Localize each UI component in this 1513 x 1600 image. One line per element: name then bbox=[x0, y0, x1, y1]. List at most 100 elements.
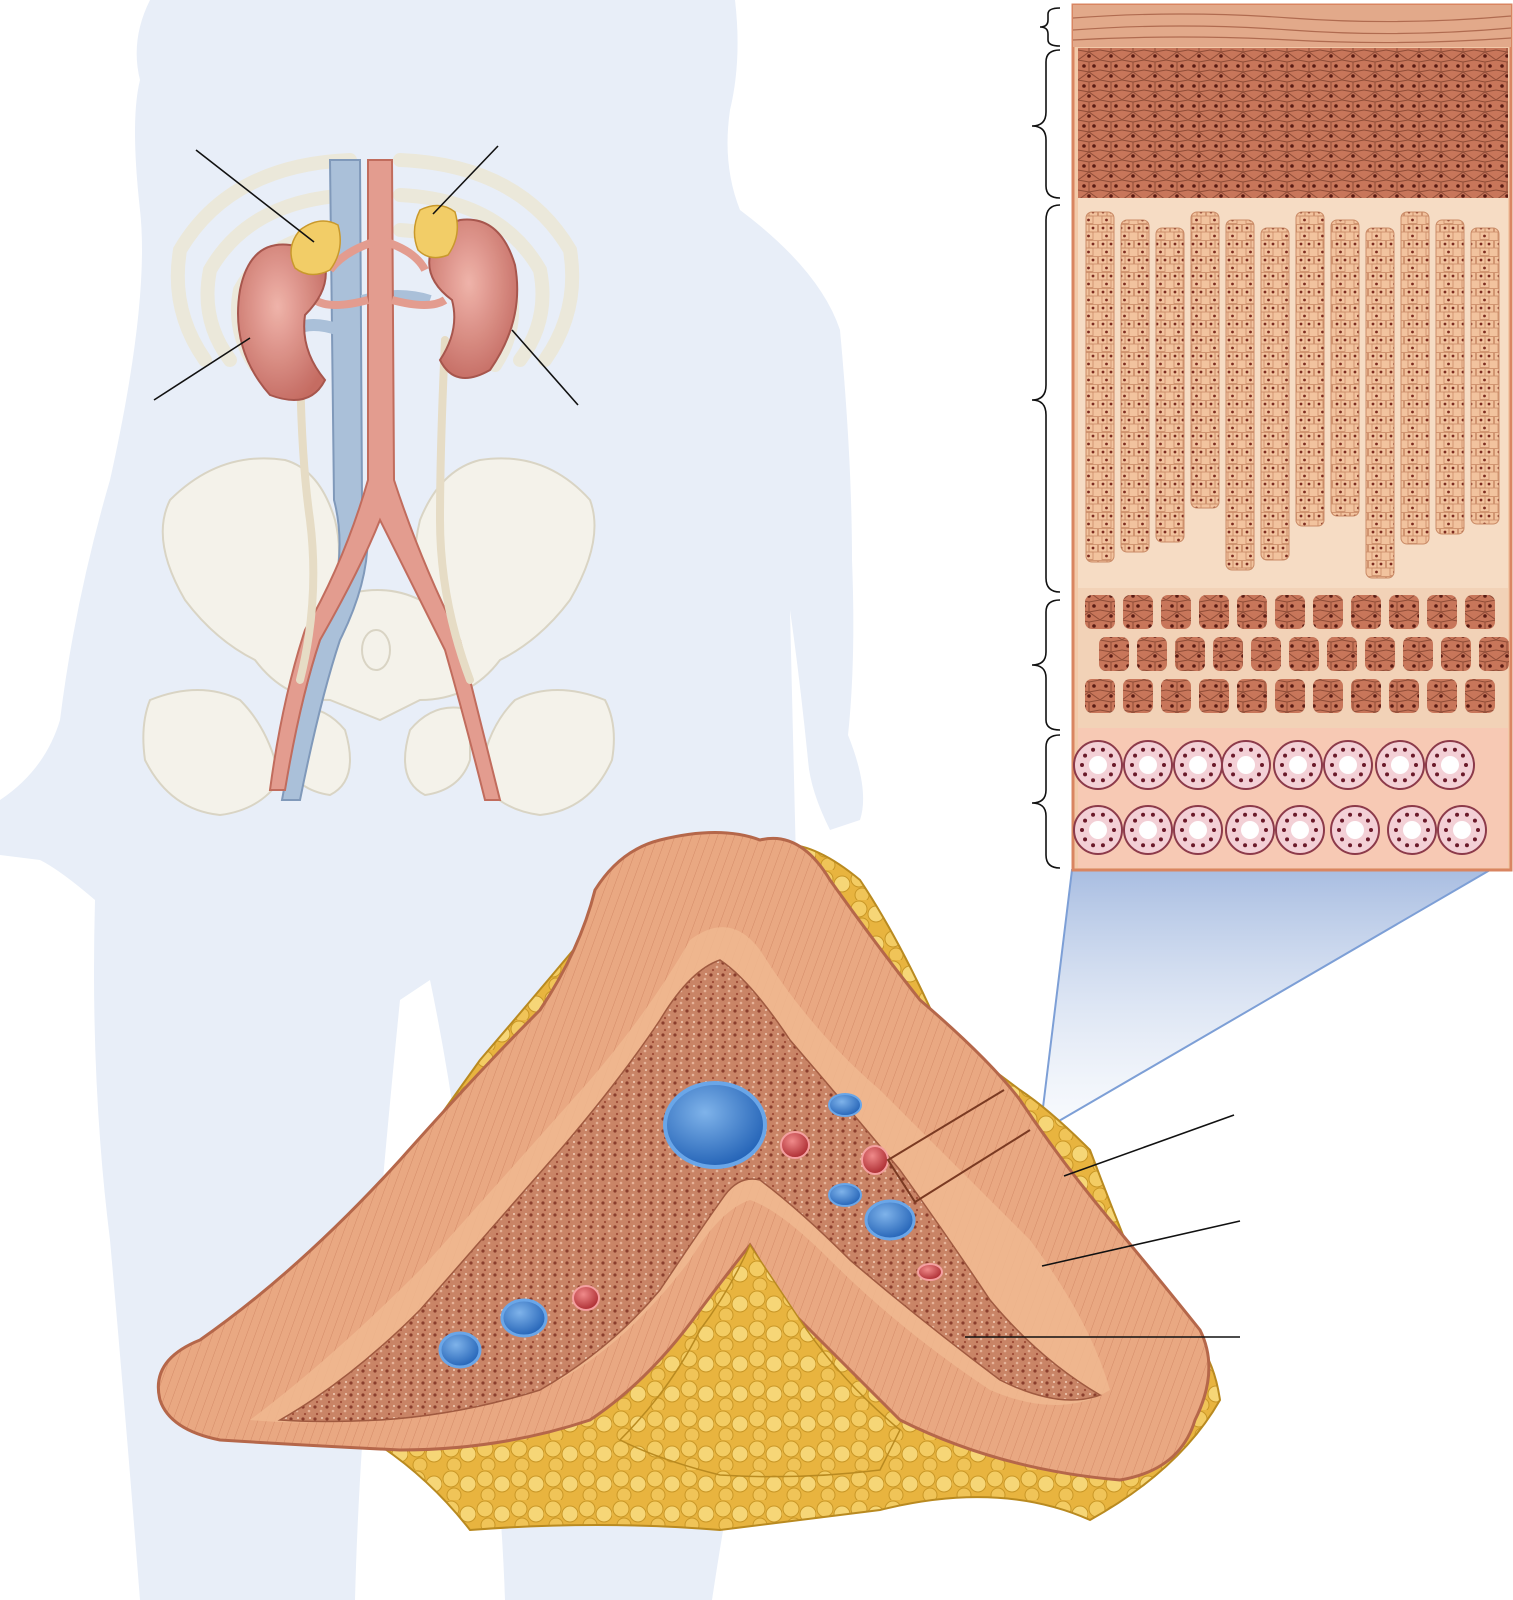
central-vein bbox=[663, 1081, 767, 1169]
chromaffin-rosette bbox=[1323, 740, 1373, 790]
fasciculata-column bbox=[1155, 227, 1185, 543]
chromaffin-rosette bbox=[1123, 740, 1173, 790]
leader-bracket bbox=[886, 1089, 1031, 1204]
reticularis-cluster bbox=[1365, 637, 1395, 671]
artery bbox=[572, 1285, 600, 1311]
reticularis-cluster bbox=[1237, 595, 1267, 629]
reticularis-cluster bbox=[1479, 637, 1509, 671]
ureters bbox=[296, 336, 474, 684]
leader-line bbox=[511, 329, 579, 406]
fasciculata-column bbox=[1085, 211, 1115, 563]
reticularis-cluster bbox=[1099, 637, 1129, 671]
reticularis-cluster bbox=[1389, 679, 1419, 713]
reticularis-cluster bbox=[1085, 595, 1115, 629]
chromaffin-rosette bbox=[1375, 740, 1425, 790]
medullary-vessels bbox=[438, 1081, 943, 1369]
chromaffin-rosette bbox=[1273, 740, 1323, 790]
artery bbox=[780, 1131, 810, 1159]
reticularis-cluster bbox=[1465, 679, 1495, 713]
chromaffin-rosette bbox=[1073, 740, 1123, 790]
fasciculata-column bbox=[1120, 219, 1150, 553]
reticularis-cluster bbox=[1351, 595, 1381, 629]
leader-line bbox=[153, 337, 251, 401]
zona-reticularis-clusters bbox=[1085, 595, 1509, 713]
chromaffin-rosette bbox=[1387, 805, 1437, 855]
fasciculata-column bbox=[1190, 211, 1220, 509]
reticularis-cluster bbox=[1275, 595, 1305, 629]
chromaffin-rosette bbox=[1225, 805, 1275, 855]
chromaffin-rosette bbox=[1425, 740, 1475, 790]
reticularis-cluster bbox=[1351, 679, 1381, 713]
reticularis-cluster bbox=[1199, 595, 1229, 629]
abdominal-anatomy bbox=[142, 153, 615, 817]
reticularis-cluster bbox=[1403, 637, 1433, 671]
reticularis-cluster bbox=[1137, 637, 1167, 671]
vein bbox=[828, 1093, 862, 1117]
reticularis-cluster bbox=[1389, 595, 1419, 629]
aorta bbox=[268, 159, 502, 801]
fasciculata-column bbox=[1260, 227, 1290, 561]
chromaffin-rosette bbox=[1123, 805, 1173, 855]
leader-lines-medulla bbox=[886, 1089, 1031, 1204]
zona-fasciculata-columns bbox=[1085, 211, 1500, 579]
zoom-wedge bbox=[1038, 869, 1494, 1134]
fasciculata-column bbox=[1225, 219, 1255, 571]
leader-lines-bottom bbox=[965, 1114, 1241, 1338]
vein bbox=[864, 1199, 916, 1241]
reticularis-cluster bbox=[1199, 679, 1229, 713]
leader-line bbox=[1041, 1220, 1241, 1267]
reticularis-cluster bbox=[1427, 679, 1457, 713]
reticularis-cluster bbox=[1251, 637, 1281, 671]
leader-line bbox=[1063, 1114, 1235, 1177]
artery bbox=[917, 1263, 943, 1281]
fasciculata-column bbox=[1330, 219, 1360, 517]
chromaffin-rosette bbox=[1275, 805, 1325, 855]
artery bbox=[861, 1145, 889, 1175]
brace-glomerulosa bbox=[1031, 49, 1061, 199]
reticularis-cluster bbox=[1085, 679, 1115, 713]
chromaffin-rosette bbox=[1173, 740, 1223, 790]
chromaffin-rosette bbox=[1221, 740, 1271, 790]
reticularis-cluster bbox=[1465, 595, 1495, 629]
adrenal-fat-notch bbox=[618, 1243, 901, 1478]
reticularis-cluster bbox=[1313, 595, 1343, 629]
brace-medulla bbox=[1031, 734, 1061, 869]
fasciculata-column bbox=[1365, 227, 1395, 579]
brace-reticularis bbox=[1031, 599, 1061, 731]
reticularis-cluster bbox=[1213, 637, 1243, 671]
brace-capsule bbox=[1039, 7, 1061, 47]
reticularis-cluster bbox=[1441, 637, 1471, 671]
vein bbox=[500, 1298, 548, 1338]
chromaffin-rosette bbox=[1330, 805, 1380, 855]
reticularis-cluster bbox=[1275, 679, 1305, 713]
reticularis-cluster bbox=[1289, 637, 1319, 671]
reticularis-cluster bbox=[1427, 595, 1457, 629]
reticularis-cluster bbox=[1327, 637, 1357, 671]
leader-line bbox=[195, 149, 315, 243]
adrenal-gland-icon bbox=[413, 204, 459, 259]
chromaffin-rosette bbox=[1173, 805, 1223, 855]
reticularis-cluster bbox=[1123, 679, 1153, 713]
reticularis-cluster bbox=[1175, 637, 1205, 671]
pelvis bbox=[142, 457, 615, 817]
adrenal-cross-section bbox=[156, 831, 1222, 1532]
histology-column bbox=[1071, 3, 1513, 872]
adrenal-medulla bbox=[277, 959, 1102, 1423]
leader-line bbox=[432, 145, 499, 215]
brace-fasciculata bbox=[1031, 204, 1061, 593]
chromaffin-rosette bbox=[1073, 805, 1123, 855]
reticularis-cluster bbox=[1237, 679, 1267, 713]
fasciculata-column bbox=[1400, 211, 1430, 545]
fasciculata-column bbox=[1295, 211, 1325, 527]
leader-lines-top bbox=[153, 145, 579, 406]
reticularis-cluster bbox=[1313, 679, 1343, 713]
chromaffin-rosette bbox=[1437, 805, 1487, 855]
reticularis-cluster bbox=[1161, 595, 1191, 629]
zone-braces bbox=[1031, 7, 1061, 869]
fasciculata-column bbox=[1435, 219, 1465, 535]
fasciculata-column bbox=[1470, 227, 1500, 525]
reticularis-cluster bbox=[1161, 679, 1191, 713]
reticularis-cluster bbox=[1123, 595, 1153, 629]
